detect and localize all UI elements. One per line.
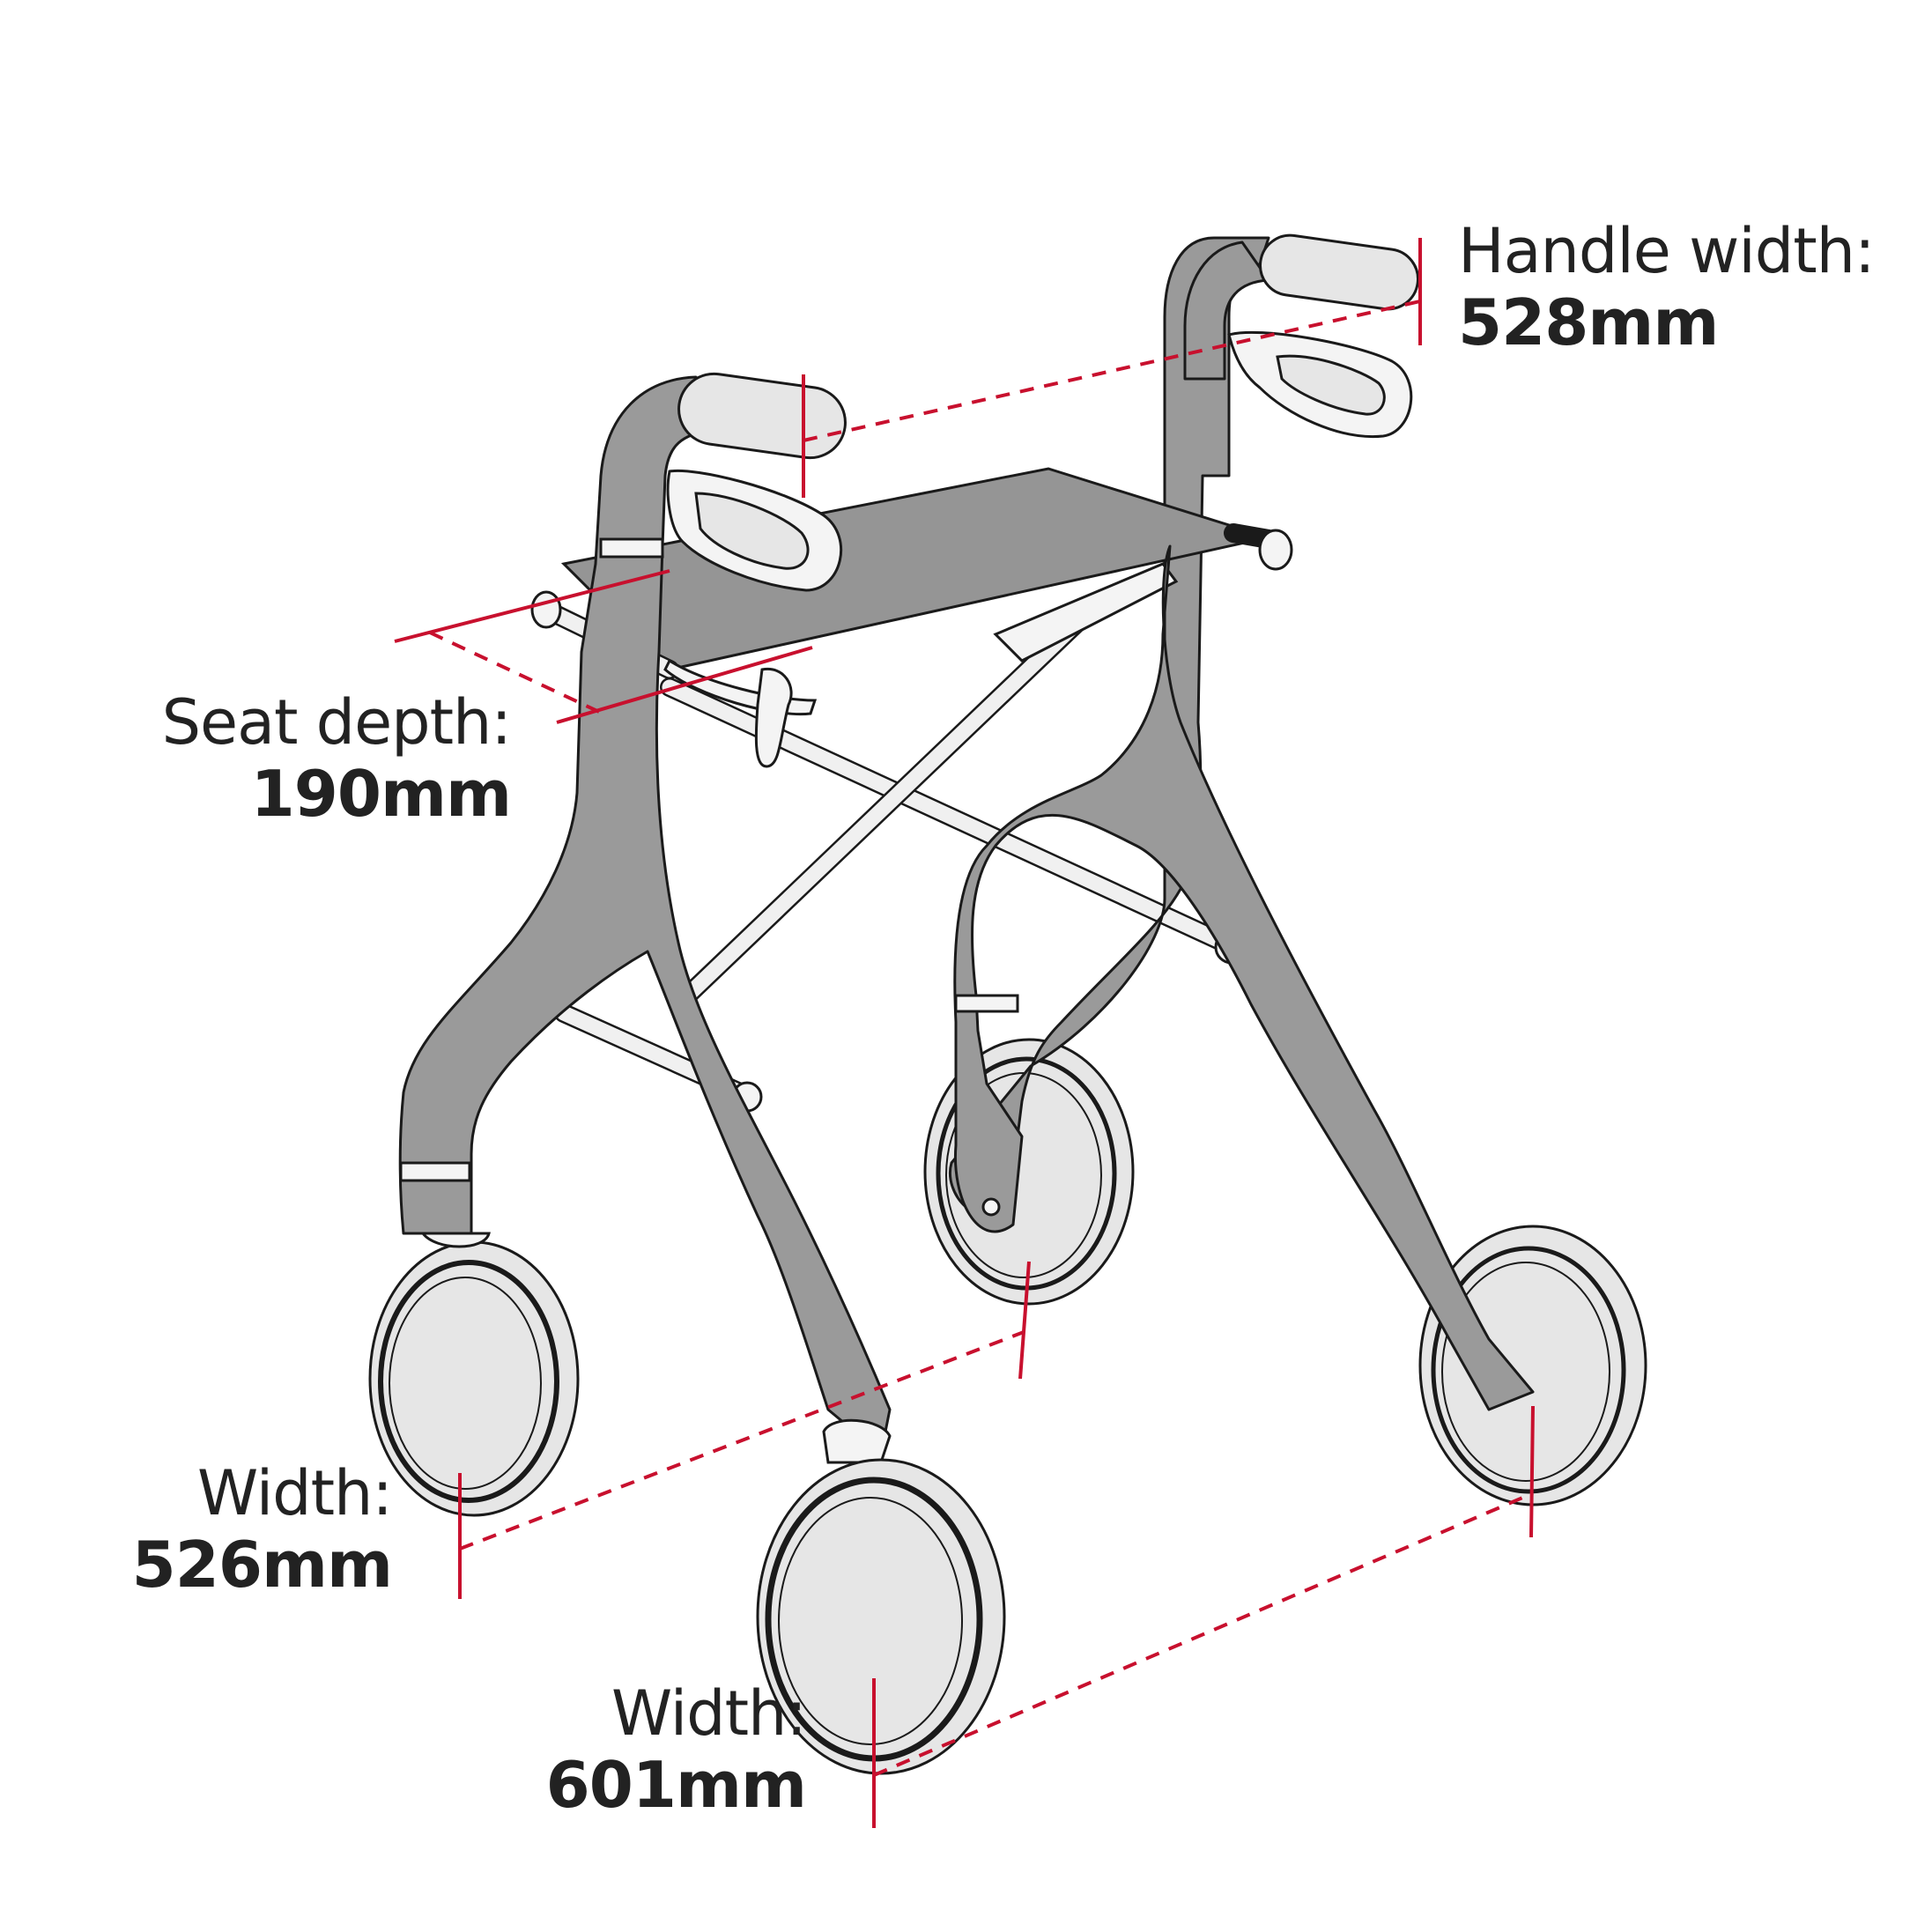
left-frame [398,375,892,1455]
front-width-value: 601mm [545,1748,807,1822]
seat-depth-value: 190mm [250,757,512,831]
right-handle [1183,233,1419,439]
handle-width-value: 528mm [1458,285,1719,359]
front-right-frame [953,544,1535,1411]
rear-width-label: Width: 526mm [115,1457,393,1602]
seat-depth-label: Seat depth: 190mm [132,686,512,831]
handle-width-dimension [802,238,1422,498]
handle-width-label: Handle width: 528mm [1458,215,1876,359]
seat-depth-dimension [394,569,813,724]
front-width-dimension [872,1405,1535,1828]
rear-left-wheel [368,1240,580,1517]
front-right-wheel [1418,1225,1647,1506]
rear-width-title: Width: [197,1457,393,1529]
rear-width-value: 526mm [131,1528,393,1602]
front-width-label: Width: 601mm [529,1677,807,1822]
rear-width-dimension [458,1261,1031,1599]
seat-depth-title: Seat depth: [161,686,512,759]
front-width-title: Width: [611,1677,807,1750]
handle-width-title: Handle width: [1458,215,1876,287]
